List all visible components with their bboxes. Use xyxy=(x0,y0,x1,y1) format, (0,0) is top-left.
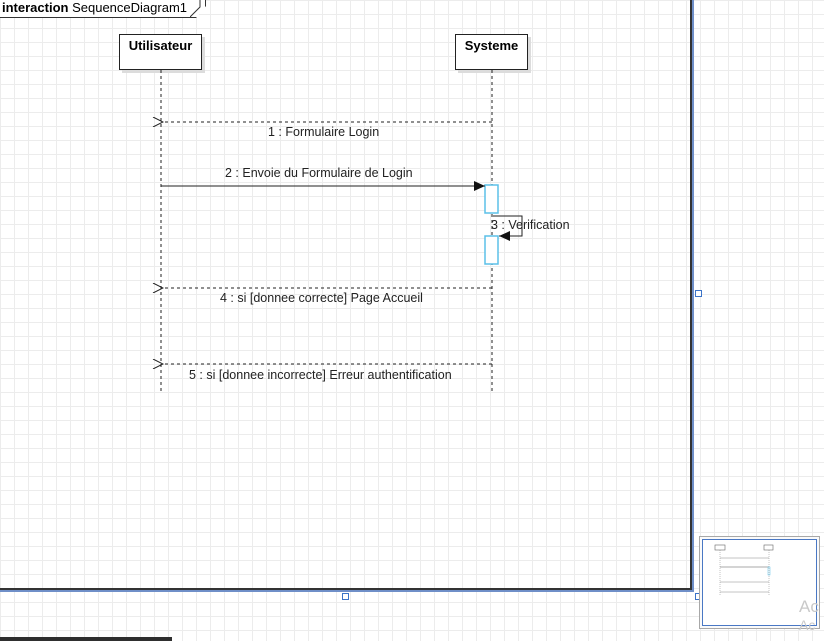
frame-title-tab[interactable]: interaction SequenceDiagram1 xyxy=(0,0,206,18)
lifeline-utilisateur-label: Utilisateur xyxy=(128,38,193,53)
lifeline-utilisateur-head[interactable]: Utilisateur xyxy=(119,34,202,70)
message-4-label[interactable]: 4 : si [donnee correcte] Page Accueil xyxy=(220,291,423,305)
watermark-line-2: Ac xyxy=(799,617,816,633)
activation-bar-1 xyxy=(484,184,499,214)
message-3-label[interactable]: 3 : Verification xyxy=(491,218,570,232)
frame-bottom-edge xyxy=(0,590,694,592)
frame-right-edge xyxy=(692,0,694,592)
lifeline-systeme-head[interactable]: Systeme xyxy=(455,34,528,70)
activation-watermark: Ac Ac xyxy=(799,597,819,635)
interaction-frame[interactable] xyxy=(0,0,692,590)
overview-viewport[interactable] xyxy=(702,539,817,626)
activation-bar-2 xyxy=(484,235,499,265)
message-5-label[interactable]: 5 : si [donnee incorrecte] Erreur authen… xyxy=(189,368,452,382)
message-2-label[interactable]: 2 : Envoie du Formulaire de Login xyxy=(225,166,413,180)
frame-name: SequenceDiagram1 xyxy=(72,0,187,15)
lifeline-systeme-label: Systeme xyxy=(464,38,519,53)
frame-keyword: interaction xyxy=(2,0,69,15)
diagram-overview-panel[interactable] xyxy=(699,536,820,629)
resize-handle-bottom[interactable] xyxy=(342,593,349,600)
horizontal-scrollbar[interactable] xyxy=(0,637,172,641)
watermark-line-1: Ac xyxy=(799,597,819,616)
message-3-arrow xyxy=(493,215,523,241)
frame-tab-corner xyxy=(190,0,201,18)
resize-handle-right[interactable] xyxy=(695,290,702,297)
overview-thumbnail xyxy=(714,544,774,595)
message-1-label[interactable]: 1 : Formulaire Login xyxy=(268,125,380,139)
